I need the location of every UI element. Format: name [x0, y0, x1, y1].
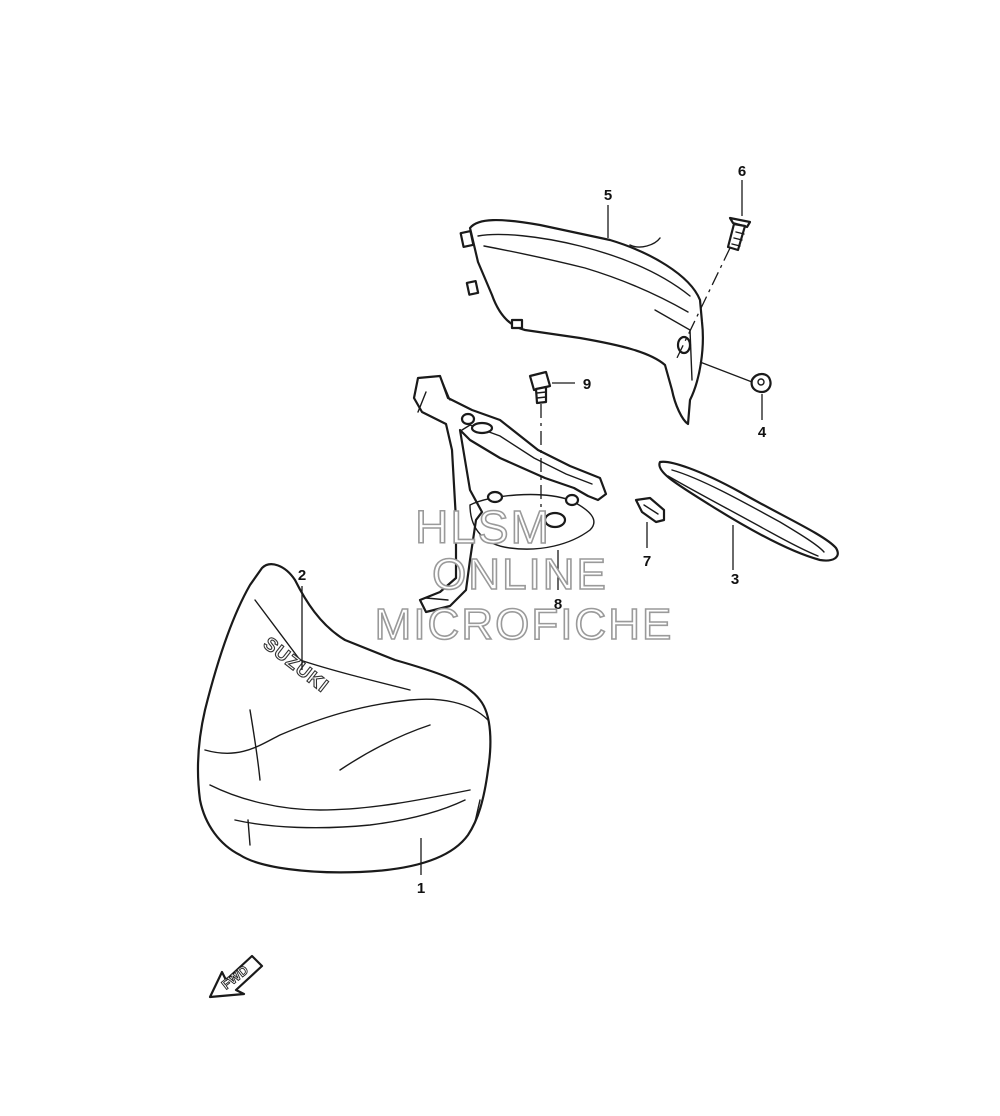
watermark-line-3: MICROFICHE [374, 599, 674, 650]
callout-7[interactable]: 7 [643, 553, 651, 570]
callout-9[interactable]: 9 [583, 376, 591, 393]
part-4-clip[interactable] [750, 372, 772, 394]
callout-1[interactable]: 1 [417, 880, 425, 897]
part-6-screw[interactable] [726, 216, 752, 252]
callout-5[interactable]: 5 [604, 187, 612, 204]
watermark-line-2: ONLINE [431, 549, 608, 600]
leader-lines [301, 180, 763, 875]
callout-4[interactable]: 4 [758, 424, 767, 441]
watermark-line-1: HLSM [414, 500, 551, 554]
callout-3[interactable]: 3 [731, 571, 739, 588]
part-7-clip[interactable] [634, 496, 666, 524]
callout-6[interactable]: 6 [738, 163, 746, 180]
fwd-direction-arrow: FWD [208, 954, 264, 999]
part-3-trim[interactable] [658, 460, 839, 562]
callout-labels: 1 2 3 4 5 6 7 8 9 [298, 163, 767, 897]
part-1-front-cowl[interactable]: SUZUKI [196, 563, 492, 874]
part-5-inner-cover[interactable] [459, 218, 704, 426]
callout-2[interactable]: 2 [298, 567, 306, 584]
part-8-bracket[interactable] [412, 374, 608, 614]
callout-8[interactable]: 8 [554, 596, 562, 613]
part-9-bolt[interactable] [528, 370, 552, 405]
